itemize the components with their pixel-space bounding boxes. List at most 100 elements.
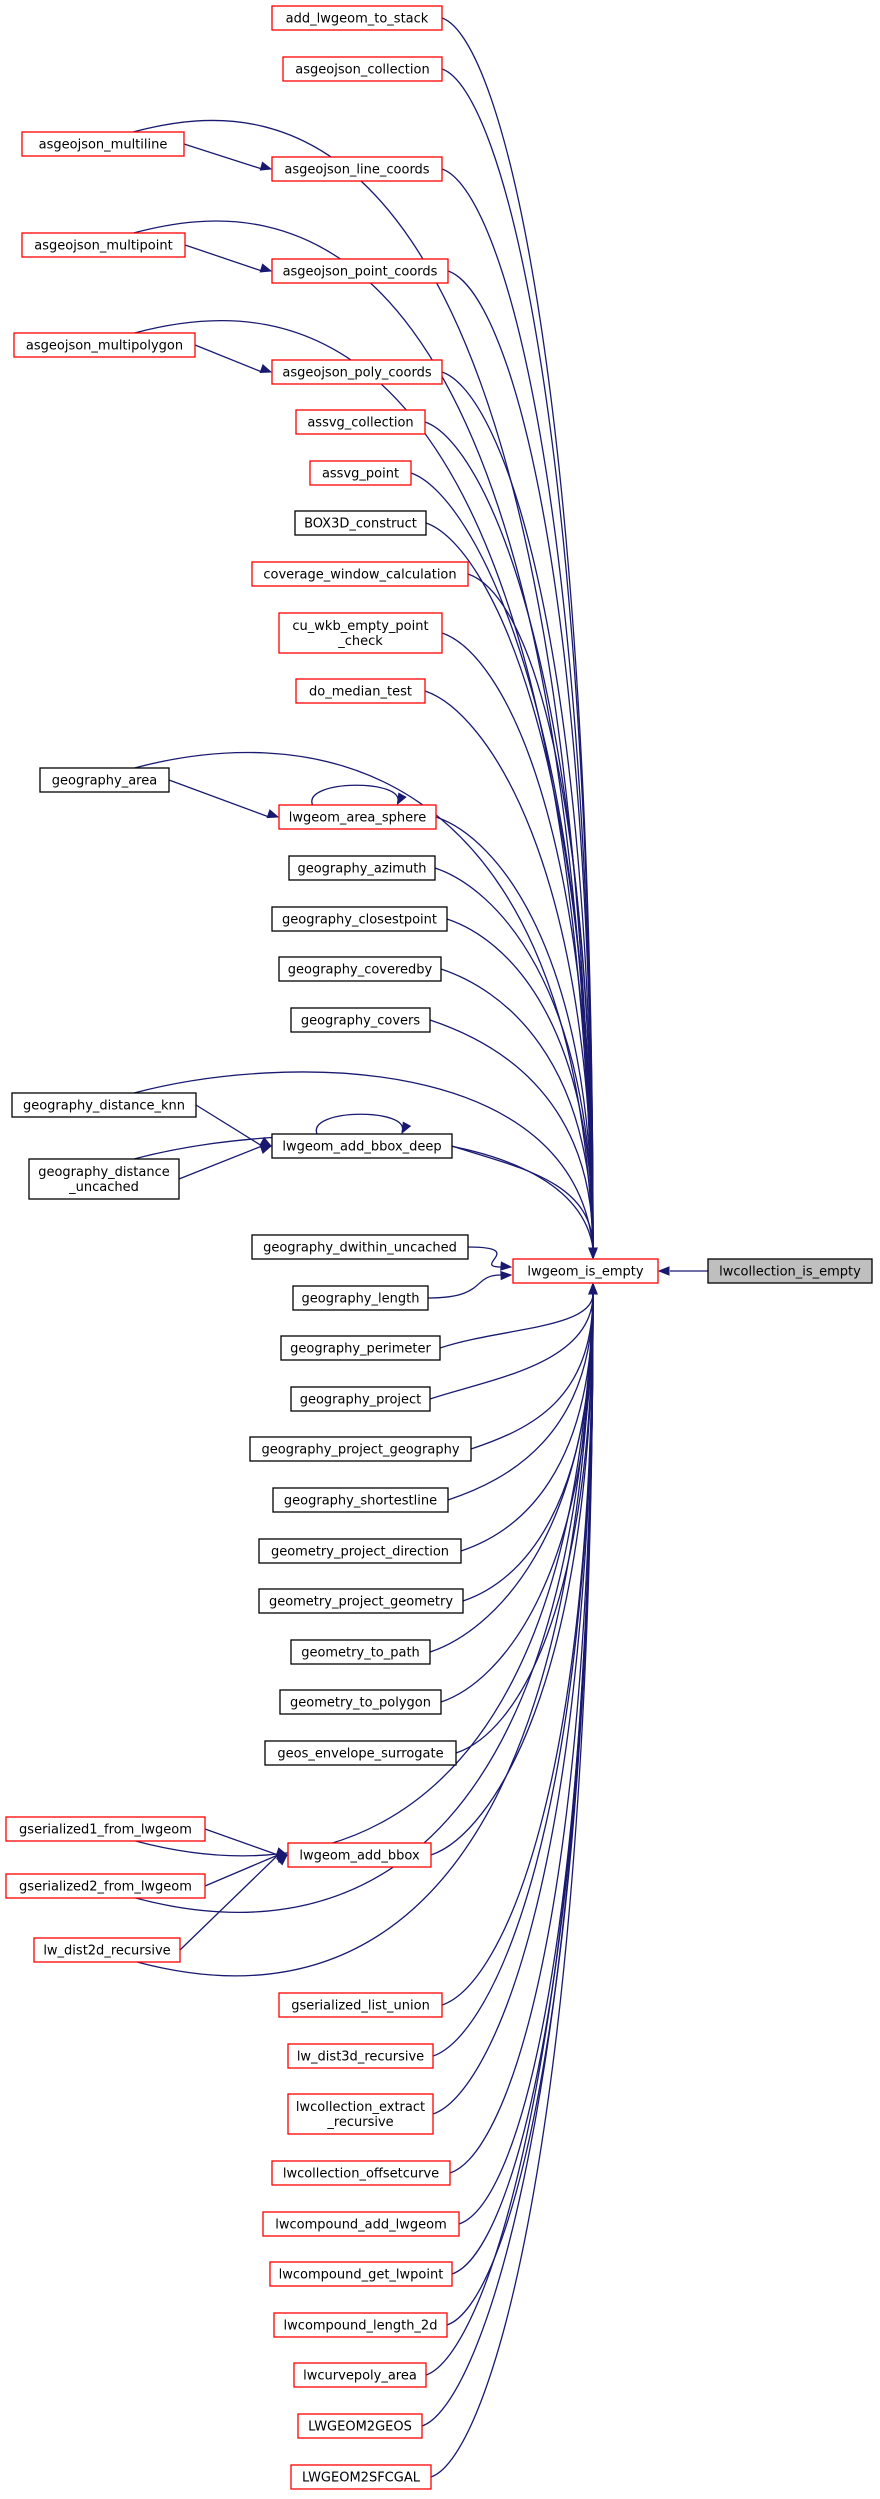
node-lwgeom2sfcgal[interactable]: LWGEOM2SFCGAL xyxy=(290,2464,432,2490)
edge-lwgeom_area_sphere-to-lwgeom_area_sphere-arrow xyxy=(396,792,407,806)
edge-geography_shortestline-to-lwgeom_is_empty-line xyxy=(447,1293,594,1501)
edge-asgeojson_multipolygon-to-asgeojson_poly_coords-line xyxy=(194,344,263,373)
node-geos-envelope-surrogate[interactable]: geos_envelope_surrogate xyxy=(264,1740,457,1766)
node-geography-dwithin-uncached[interactable]: geography_dwithin_uncached xyxy=(251,1234,469,1260)
node-geography-length-box xyxy=(292,1285,429,1311)
node-geography-azimuth[interactable]: geography_azimuth xyxy=(288,855,436,881)
node-lwcollection-extract-recursive-label: lwcollection_extract xyxy=(296,2100,425,2115)
node-geography-closestpoint-label: geography_closestpoint xyxy=(282,913,437,928)
edge-lwgeom_add_bbox_deep-to-lwgeom_add_bbox_deep xyxy=(315,1113,412,1135)
node-geography-project[interactable]: geography_project xyxy=(290,1386,431,1412)
edge-geometry_project_geometry-to-lwgeom_is_empty xyxy=(462,1282,598,1602)
edge-geography_distance_knn-to-lwgeom_is_empty xyxy=(133,1071,598,1260)
node-geography-covers[interactable]: geography_covers xyxy=(290,1007,431,1033)
node-lw-dist2d-recursive[interactable]: lw_dist2d_recursive xyxy=(33,1937,181,1963)
node-lwcollection-offsetcurve-label: lwcollection_offsetcurve xyxy=(283,2167,439,2182)
node-geography-length-label: geography_length xyxy=(302,1292,420,1307)
node-geography-project-geography-label: geography_project_geography xyxy=(261,1443,459,1458)
node-asgeojson-multipoint[interactable]: asgeojson_multipoint xyxy=(21,232,186,258)
node-do-median-test-box xyxy=(295,678,426,704)
edge-lwgeom_add_bbox_deep-to-lwgeom_is_empty-line xyxy=(451,1145,594,1249)
node-lwgeom-add-bbox[interactable]: lwgeom_add_bbox xyxy=(287,1842,432,1868)
node-coverage-window-calculation[interactable]: coverage_window_calculation xyxy=(251,561,469,587)
node-geography-area-label: geography_area xyxy=(52,774,157,789)
node-geography-dwithin-uncached-box xyxy=(251,1234,469,1260)
edge-do_median_test-to-lwgeom_is_empty-line xyxy=(424,690,594,1249)
edge-lw_dist2d_recursive-to-lwgeom_add_bbox-arrow xyxy=(276,1854,289,1866)
edge-lwcollection_extract_recursive-to-lwgeom_is_empty xyxy=(432,1282,598,2115)
node-lw-dist3d-recursive[interactable]: lw_dist3d_recursive xyxy=(287,2043,434,2069)
node-lwcollection-is-empty[interactable]: lwcollection_is_empty xyxy=(707,1258,873,1284)
edge-gserialized1_from_lwgeom-to-lwgeom_add_bbox-line xyxy=(204,1828,279,1856)
node-gserialized-list-union[interactable]: gserialized_list_union xyxy=(278,1992,443,2018)
node-lwcompound-get-lwpoint[interactable]: lwcompound_get_lwpoint xyxy=(269,2261,453,2287)
node-lwgeom-is-empty[interactable]: lwgeom_is_empty xyxy=(512,1258,659,1284)
node-box3d-construct[interactable]: BOX3D_construct xyxy=(294,510,427,536)
edge-geometry_to_polygon-to-lwgeom_is_empty xyxy=(440,1282,598,1703)
node-geometry-project-direction[interactable]: geometry_project_direction xyxy=(258,1538,462,1564)
edge-lwcompound_add_lwgeom-to-lwgeom_is_empty xyxy=(458,1282,598,2225)
node-asgeojson-line-coords[interactable]: asgeojson_line_coords xyxy=(271,156,443,182)
node-geometry-to-path[interactable]: geometry_to_path xyxy=(290,1639,431,1665)
node-gserialized1-from-lwgeom[interactable]: gserialized1_from_lwgeom xyxy=(5,1816,206,1842)
node-lwcompound-length-2d[interactable]: lwcompound_length_2d xyxy=(273,2312,448,2338)
edge-BOX3D_construct-to-lwgeom_is_empty-line xyxy=(425,522,594,1249)
node-geography-azimuth-box xyxy=(288,855,436,881)
node-assvg-point[interactable]: assvg_point xyxy=(309,460,412,486)
node-lwgeom-is-empty-label: lwgeom_is_empty xyxy=(527,1265,644,1280)
edge-geography_azimuth-to-lwgeom_is_empty-line xyxy=(434,867,594,1249)
node-geography-coveredby[interactable]: geography_coveredby xyxy=(278,956,442,982)
node-geography-project-geography-box xyxy=(249,1436,472,1462)
node-geography-shortestline[interactable]: geography_shortestline xyxy=(272,1487,449,1513)
edge-lwgeom_add_bbox_deep-to-lwgeom_add_bbox_deep-line xyxy=(315,1113,404,1135)
node-add-lwgeom-to-stack[interactable]: add_lwgeom_to_stack xyxy=(271,5,443,31)
node-asgeojson-collection[interactable]: asgeojson_collection xyxy=(282,56,443,82)
edge-gserialized2_from_lwgeom-to-lwgeom_add_bbox xyxy=(204,1854,289,1887)
node-gserialized2-from-lwgeom[interactable]: gserialized2_from_lwgeom xyxy=(5,1873,206,1899)
node-asgeojson-multiline[interactable]: asgeojson_multiline xyxy=(21,131,185,157)
node-geography-area[interactable]: geography_area xyxy=(39,767,170,793)
node-lwgeom2sfcgal-label: LWGEOM2SFCGAL xyxy=(302,2471,421,2486)
node-cu-wkb-empty-point-check-label: cu_wkb_empty_point xyxy=(292,619,428,634)
node-geometry-to-polygon[interactable]: geometry_to_polygon xyxy=(279,1689,442,1715)
edge-LWGEOM2GEOS-to-lwgeom_is_empty-line xyxy=(421,1293,594,2427)
node-geography-closestpoint[interactable]: geography_closestpoint xyxy=(271,906,448,932)
node-lwcollection-offsetcurve[interactable]: lwcollection_offsetcurve xyxy=(271,2160,451,2186)
node-cu-wkb-empty-point-check[interactable]: cu_wkb_empty_point_check xyxy=(278,612,443,654)
node-lwcompound-add-lwgeom[interactable]: lwcompound_add_lwgeom xyxy=(262,2211,460,2237)
node-do-median-test[interactable]: do_median_test xyxy=(295,678,426,704)
node-geography-project-geography[interactable]: geography_project_geography xyxy=(249,1436,472,1462)
node-geography-distance-knn[interactable]: geography_distance_knn xyxy=(11,1092,197,1118)
node-geometry-project-geometry-box xyxy=(258,1588,464,1614)
edge-lwgeom_add_bbox_deep-to-lwgeom_add_bbox_deep-arrow xyxy=(401,1121,412,1135)
node-geography-perimeter[interactable]: geography_perimeter xyxy=(280,1335,441,1361)
node-lwgeom-area-sphere[interactable]: lwgeom_area_sphere xyxy=(278,804,437,830)
node-geography-length[interactable]: geography_length xyxy=(292,1285,429,1311)
node-asgeojson-multipolygon[interactable]: asgeojson_multipolygon xyxy=(13,332,196,358)
edge-lwgeom_area_sphere-to-lwgeom_area_sphere xyxy=(311,784,407,806)
edge-lw_dist3d_recursive-to-lwgeom_is_empty-line xyxy=(432,1293,594,2057)
edge-assvg_collection-to-lwgeom_is_empty-line xyxy=(424,421,594,1249)
node-geometry-project-geometry[interactable]: geometry_project_geometry xyxy=(258,1588,464,1614)
edge-cu_wkb_empty_point_check-to-lwgeom_is_empty xyxy=(441,632,598,1260)
node-asgeojson-line-coords-label: asgeojson_line_coords xyxy=(284,163,429,178)
node-geometry-to-path-label: geometry_to_path xyxy=(301,1646,420,1661)
node-lwgeom-add-bbox-deep[interactable]: lwgeom_add_bbox_deep xyxy=(271,1133,453,1159)
node-lwcollection-offsetcurve-box xyxy=(271,2160,451,2186)
node-asgeojson-point-coords[interactable]: asgeojson_point_coords xyxy=(271,258,449,284)
node-asgeojson-poly-coords[interactable]: asgeojson_poly_coords xyxy=(271,359,443,385)
node-geometry-project-geometry-label: geometry_project_geometry xyxy=(269,1595,453,1610)
node-assvg-collection[interactable]: assvg_collection xyxy=(295,409,426,435)
node-assvg-point-label: assvg_point xyxy=(322,467,399,482)
node-lwcurvepoly-area[interactable]: lwcurvepoly_area xyxy=(293,2362,427,2388)
node-lwgeom2geos[interactable]: LWGEOM2GEOS xyxy=(297,2413,423,2439)
node-geography-covers-box xyxy=(290,1007,431,1033)
node-geography-distance-uncached[interactable]: geography_distance_uncached xyxy=(28,1158,180,1200)
node-lwcollection-extract-recursive[interactable]: lwcollection_extract_recursive xyxy=(287,2093,434,2135)
node-lw-dist2d-recursive-box xyxy=(33,1937,181,1963)
node-gserialized2-from-lwgeom-label: gserialized2_from_lwgeom xyxy=(19,1880,192,1895)
node-asgeojson-multipoint-box xyxy=(21,232,186,258)
edge-asgeojson_multiline-to-asgeojson_line_coords-line xyxy=(183,143,263,170)
node-geometry-project-direction-box xyxy=(258,1538,462,1564)
edge-lwcollection_offsetcurve-to-lwgeom_is_empty xyxy=(449,1282,598,2174)
